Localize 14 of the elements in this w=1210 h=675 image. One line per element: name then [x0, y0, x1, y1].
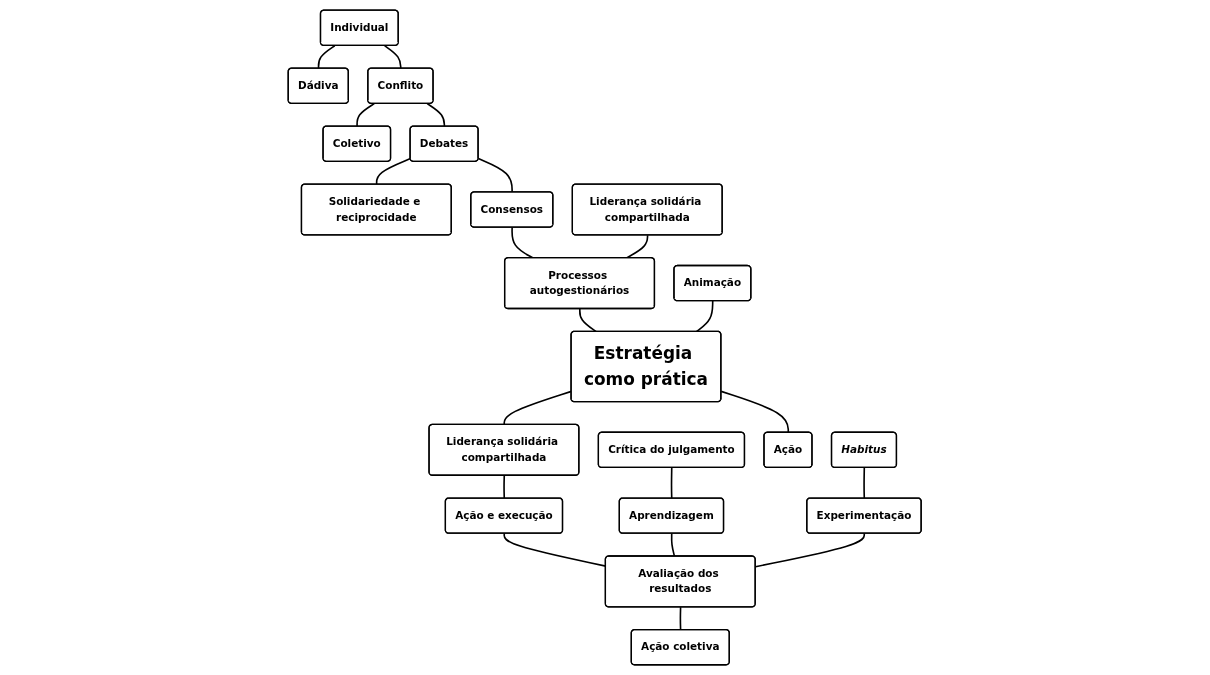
connector — [695, 300, 714, 333]
connector — [679, 606, 682, 631]
connector — [503, 474, 506, 500]
connector — [384, 44, 402, 70]
connector — [426, 102, 446, 128]
connector — [356, 102, 376, 128]
connector — [755, 532, 866, 568]
connector — [376, 157, 412, 186]
connector — [318, 44, 336, 70]
connector — [626, 234, 649, 259]
connector — [579, 308, 598, 333]
connector — [863, 466, 866, 500]
connector — [671, 466, 673, 500]
connector — [671, 532, 676, 558]
